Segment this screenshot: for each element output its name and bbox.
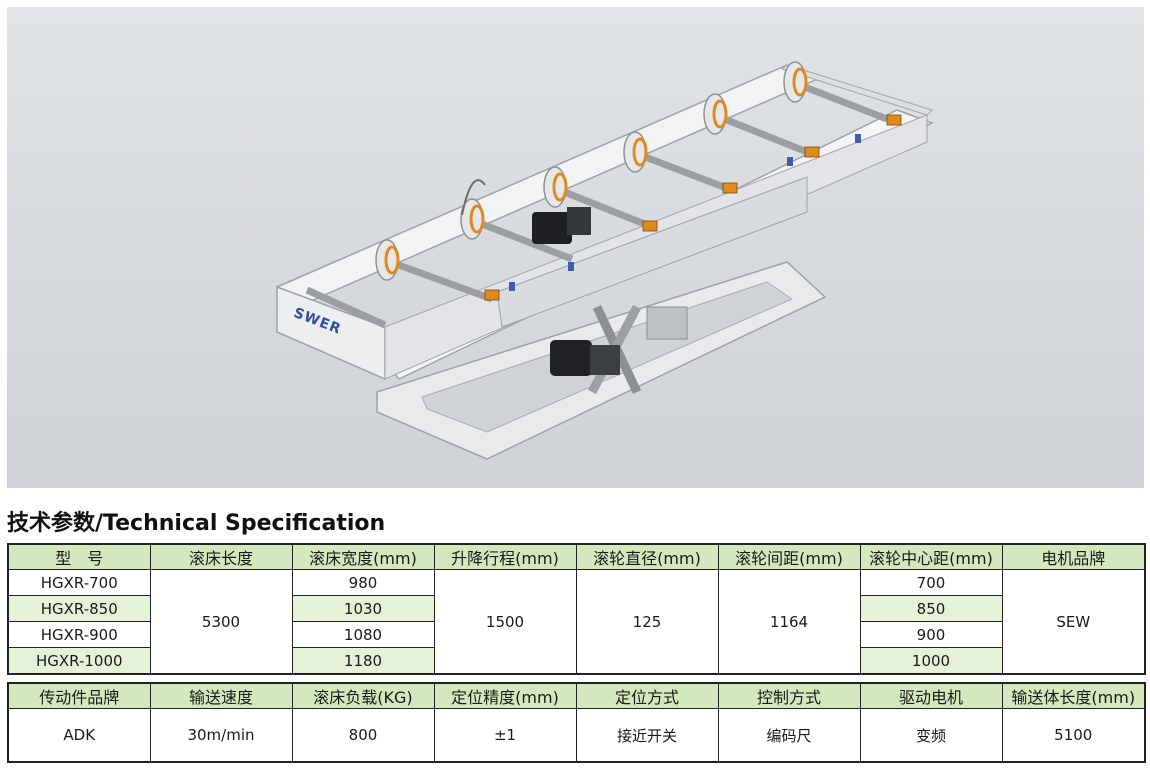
positioning-method-cell: 接近开关 [575, 708, 719, 763]
model-cell: HGXR-850 [7, 595, 151, 622]
bed-width-cell: 1080 [291, 621, 435, 648]
spec-table-models: 型 号 滚床长度 滚床宽度(mm) 升降行程(mm) 滚轮直径(mm) 滚轮间距… [7, 543, 1146, 675]
model-cell: HGXR-1000 [7, 647, 151, 675]
bed-width-cell: 980 [291, 569, 435, 596]
header-bed-length: 滚床长度 [149, 543, 293, 570]
drive-motor-cell: 变频 [859, 708, 1003, 763]
header-model: 型 号 [7, 543, 151, 570]
header-lift-stroke: 升降行程(mm) [433, 543, 577, 570]
wheel-diameter-cell: 125 [575, 569, 719, 675]
header-wheel-spacing: 滚轮间距(mm) [717, 543, 861, 570]
header-positioning-method: 定位方式 [575, 682, 719, 709]
center-distance-cell: 1000 [859, 647, 1003, 675]
product-photo: SWER [7, 7, 1144, 488]
table-row: HGXR-1000 1180 1000 [7, 647, 1145, 675]
conveyor-body-length-cell: 5100 [1001, 708, 1146, 763]
center-distance-cell: 850 [859, 595, 1003, 622]
section-title: 技术参数/Technical Specification [7, 511, 386, 536]
header-conveying-speed: 输送速度 [149, 682, 293, 709]
transmission-brand-cell: ADK [7, 708, 151, 763]
wheel-spacing-cell: 1164 [717, 569, 861, 675]
header-control-method: 控制方式 [717, 682, 861, 709]
center-distance-cell: 900 [859, 621, 1003, 648]
model-cell: HGXR-700 [7, 569, 151, 596]
bed-width-cell: 1030 [291, 595, 435, 622]
table-row: HGXR-850 1030 850 [7, 595, 1145, 622]
table-header-row: 传动件品牌 输送速度 滚床负载(KG) 定位精度(mm) 定位方式 控制方式 驱… [7, 682, 1146, 709]
header-bed-width: 滚床宽度(mm) [291, 543, 435, 570]
conveying-speed-cell: 30m/min [149, 708, 293, 763]
bed-length-cell: 5300 [149, 569, 293, 675]
lift-stroke-cell: 1500 [433, 569, 577, 675]
header-positioning-accuracy: 定位精度(mm) [433, 682, 577, 709]
spec-table-operation: 传动件品牌 输送速度 滚床负载(KG) 定位精度(mm) 定位方式 控制方式 驱… [7, 682, 1146, 763]
table-row: HGXR-900 1080 900 [7, 621, 1145, 648]
header-bed-load: 滚床负载(KG) [291, 682, 435, 709]
header-conveyor-body-length: 输送体长度(mm) [1001, 682, 1146, 709]
table-header-row: 型 号 滚床长度 滚床宽度(mm) 升降行程(mm) 滚轮直径(mm) 滚轮间距… [7, 543, 1146, 570]
roller-bed-illustration [275, 61, 934, 460]
motor-brand-cell: SEW [1001, 569, 1146, 675]
bed-width-cell: 1180 [291, 647, 435, 675]
bed-load-cell: 800 [291, 708, 435, 763]
positioning-accuracy-cell: ±1 [433, 708, 577, 763]
header-motor-brand: 电机品牌 [1001, 543, 1146, 570]
table-row: HGXR-700 5300 980 1500 125 1164 700 SEW [7, 569, 1146, 675]
model-cell: HGXR-900 [7, 621, 151, 648]
table-row: ADK 30m/min 800 ±1 接近开关 编码尺 变频 5100 [7, 708, 1146, 763]
header-drive-motor: 驱动电机 [859, 682, 1003, 709]
center-distance-cell: 700 [859, 569, 1003, 596]
header-transmission-brand: 传动件品牌 [7, 682, 151, 709]
header-wheel-diameter: 滚轮直径(mm) [575, 543, 719, 570]
header-center-distance: 滚轮中心距(mm) [859, 543, 1003, 570]
control-method-cell: 编码尺 [717, 708, 861, 763]
